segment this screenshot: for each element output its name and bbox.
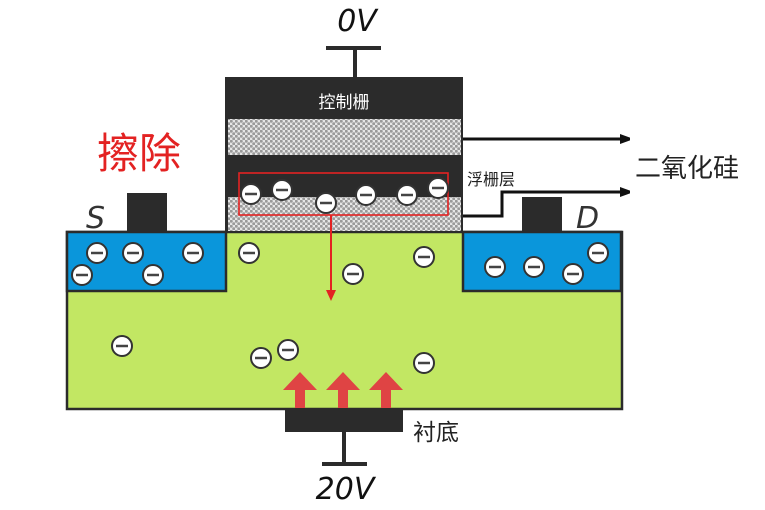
- electron-source: [71, 264, 93, 286]
- electron-drain: [587, 242, 609, 264]
- source-terminal: [127, 193, 167, 232]
- electron-source: [182, 242, 204, 264]
- oxide-layer-top: [228, 119, 461, 155]
- electron-substrate: [413, 352, 435, 374]
- gate-stack: 控制栅: [225, 77, 463, 232]
- electron-channel: [238, 242, 260, 264]
- electron-floating-gate: [427, 177, 449, 199]
- electron-floating-gate: [271, 179, 293, 201]
- oxide-pointer-arrow-bottom: [463, 192, 628, 218]
- substrate-voltage: 20V: [316, 472, 377, 507]
- oxide-layer-bottom: [228, 197, 461, 231]
- electron-source: [122, 242, 144, 264]
- erase-title: 擦除: [97, 129, 181, 178]
- electron-floating-gate: [315, 192, 337, 214]
- arrow-up-icon: [326, 372, 360, 408]
- floating-gate-highlight: [238, 172, 449, 216]
- drain-terminal: [522, 197, 562, 232]
- substrate-terminal: [285, 410, 403, 432]
- oxide-label: 二氧化硅: [635, 154, 739, 184]
- substrate-label: 衬底: [413, 420, 459, 446]
- electron-source: [86, 242, 108, 264]
- electron-substrate: [250, 347, 272, 369]
- control-gate-label: 控制栅: [319, 93, 370, 113]
- electron-channel: [342, 263, 364, 285]
- electron-drain: [523, 256, 545, 278]
- electron-substrate: [111, 335, 133, 357]
- electron-channel: [413, 246, 435, 268]
- electron-source: [142, 264, 164, 286]
- electron-floating-gate: [355, 184, 377, 206]
- electron-drain: [484, 256, 506, 278]
- electron-floating-gate: [396, 184, 418, 206]
- electrons: [71, 177, 609, 374]
- field-arrows: [283, 372, 403, 408]
- electron-floating-gate: [240, 183, 262, 205]
- electron-drain: [562, 263, 584, 285]
- source-label: S: [86, 201, 105, 236]
- electron-substrate: [277, 339, 299, 361]
- drain-label: D: [576, 201, 599, 236]
- gate-voltage: 0V: [337, 4, 379, 39]
- arrow-up-icon: [369, 372, 403, 408]
- floating-gate-label: 浮栅层: [467, 170, 515, 189]
- arrow-down-icon: [326, 215, 336, 301]
- arrow-up-icon: [283, 372, 317, 408]
